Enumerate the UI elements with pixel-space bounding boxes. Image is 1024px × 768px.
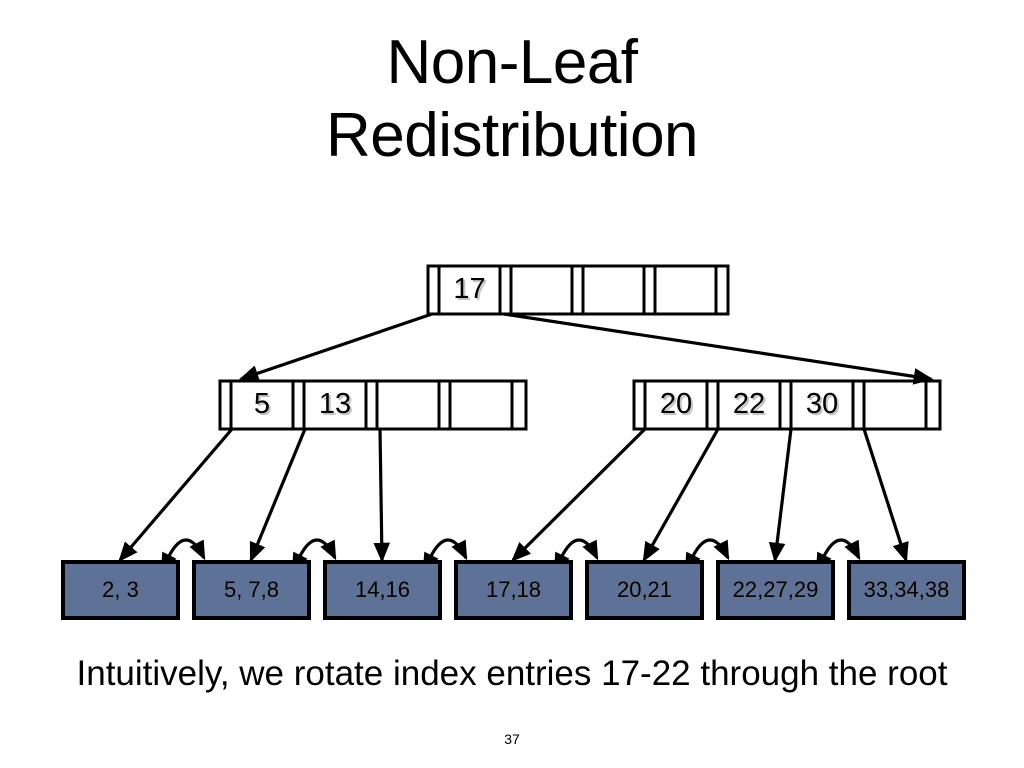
slide-caption: Intuitively, we rotate index entries 17-… <box>76 654 948 693</box>
leaf-node-3-label: 14,16 <box>354 577 411 602</box>
internal-node-right[interactable] <box>632 379 942 431</box>
root-node-key-0: 17 <box>453 273 486 305</box>
leaf-node-1[interactable] <box>61 560 180 620</box>
internal-node-left-key-1: 13 <box>318 388 352 420</box>
edge-left-internal-to-leaf-3 <box>373 428 391 563</box>
leaf-node-6-label: 22,27,29 <box>732 577 819 602</box>
edge-left-internal-to-leaf-2 <box>249 428 307 563</box>
internal-node-right-key-0: 20 <box>659 388 693 420</box>
edge-right-internal-to-leaf-7 <box>862 428 909 563</box>
sibling-link-3-4 <box>422 538 468 573</box>
leaf-node-2[interactable] <box>192 560 311 620</box>
root-node[interactable] <box>426 264 730 316</box>
edge-right-internal-to-leaf-4 <box>511 427 647 562</box>
edge-root-to-left-internal <box>238 312 433 382</box>
sibling-link-4-5 <box>553 538 599 573</box>
leaf-node-7[interactable] <box>847 560 966 620</box>
edge-lines-layer <box>118 312 934 563</box>
internal-node-right-key-1: 22 <box>732 388 766 420</box>
internal-node-right-key-2: 30 <box>805 388 839 420</box>
leaf-node-4[interactable] <box>454 560 573 620</box>
edge-right-internal-to-leaf-6 <box>768 428 793 563</box>
page-title: Non-Leaf Redistribution <box>325 28 699 171</box>
sibling-link-2-3 <box>291 538 337 573</box>
edge-left-internal-to-leaf-1 <box>118 427 234 562</box>
page-number: 37 <box>504 731 520 747</box>
leaf-node-6[interactable] <box>716 560 835 620</box>
internal-node-left-key-0: 5 <box>253 388 271 420</box>
leaf-node-4-label: 17,18 <box>485 577 542 602</box>
sibling-link-1-2 <box>160 538 206 573</box>
edge-root-to-right-internal <box>503 312 934 385</box>
sibling-arcs-layer <box>160 538 861 573</box>
leaf-node-7-label: 33,34,38 <box>863 577 950 602</box>
leaf-boxes-layer <box>61 560 966 620</box>
sibling-link-5-6 <box>684 538 730 573</box>
leaf-node-1-label: 2, 3 <box>102 577 139 602</box>
leaf-node-2-label: 5, 7,8 <box>223 577 280 602</box>
leaf-node-3[interactable] <box>323 560 442 620</box>
leaf-node-5-label: 20,21 <box>616 577 673 602</box>
node-boxes-layer <box>218 264 942 431</box>
sibling-link-6-7 <box>815 538 861 573</box>
edge-right-internal-to-leaf-5 <box>642 428 720 563</box>
leaf-node-5[interactable] <box>585 560 704 620</box>
internal-node-left[interactable] <box>218 379 528 431</box>
